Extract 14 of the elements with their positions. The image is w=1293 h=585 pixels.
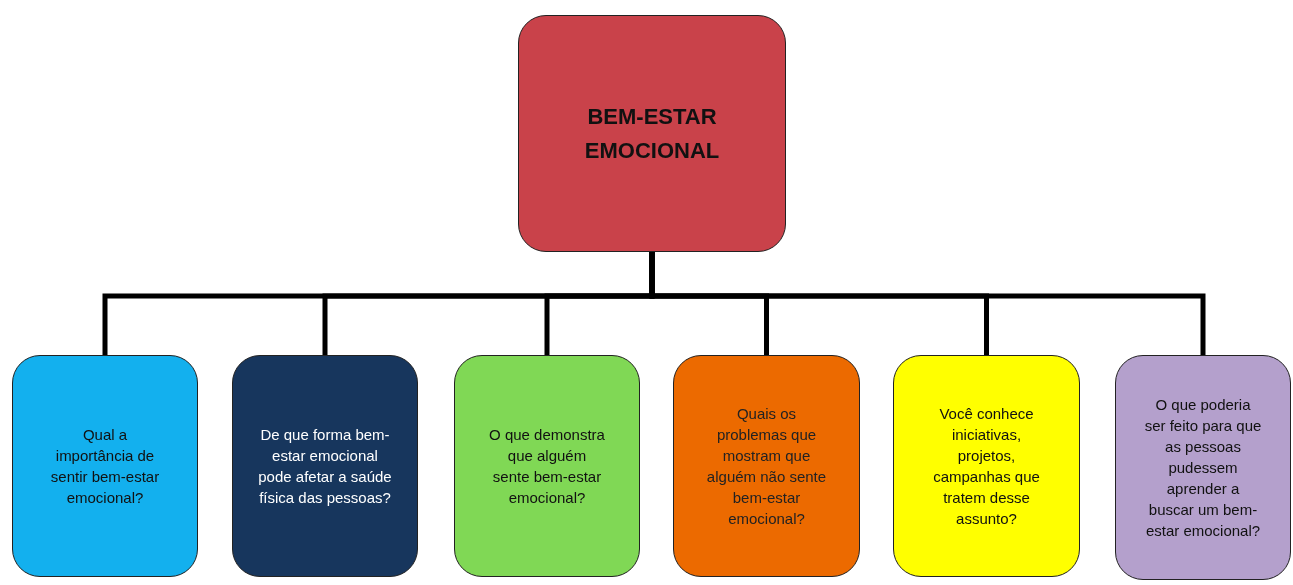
question-box (1115, 355, 1291, 580)
question-text: De que forma bem-estar emocional pode afetar a saúde física das pessoas? (257, 425, 393, 508)
question-box (893, 355, 1080, 577)
topic-box (518, 15, 786, 252)
question-text: Quais os problemas que mostram que alguém não sente bem-estar emocional? (705, 404, 828, 529)
question-text: O que demonstra que alguém sente bem-estar emocional? (488, 425, 606, 508)
question-box (454, 355, 640, 577)
question-box (232, 355, 418, 577)
question-text: Qual a importância de sentir bem-estar emocional? (49, 425, 161, 508)
question-box (673, 355, 860, 577)
question-box (12, 355, 198, 577)
question-text: Você conhece iniciativas, projetos, campanhas que tratem desse assunto? (932, 404, 1041, 529)
topic-title: BEM-ESTAR EMOCIONAL (583, 102, 721, 165)
question-text: O que poderia ser feito para que as pessoas pudessem aprender a buscar um bem-estar emocional? (1144, 395, 1262, 541)
